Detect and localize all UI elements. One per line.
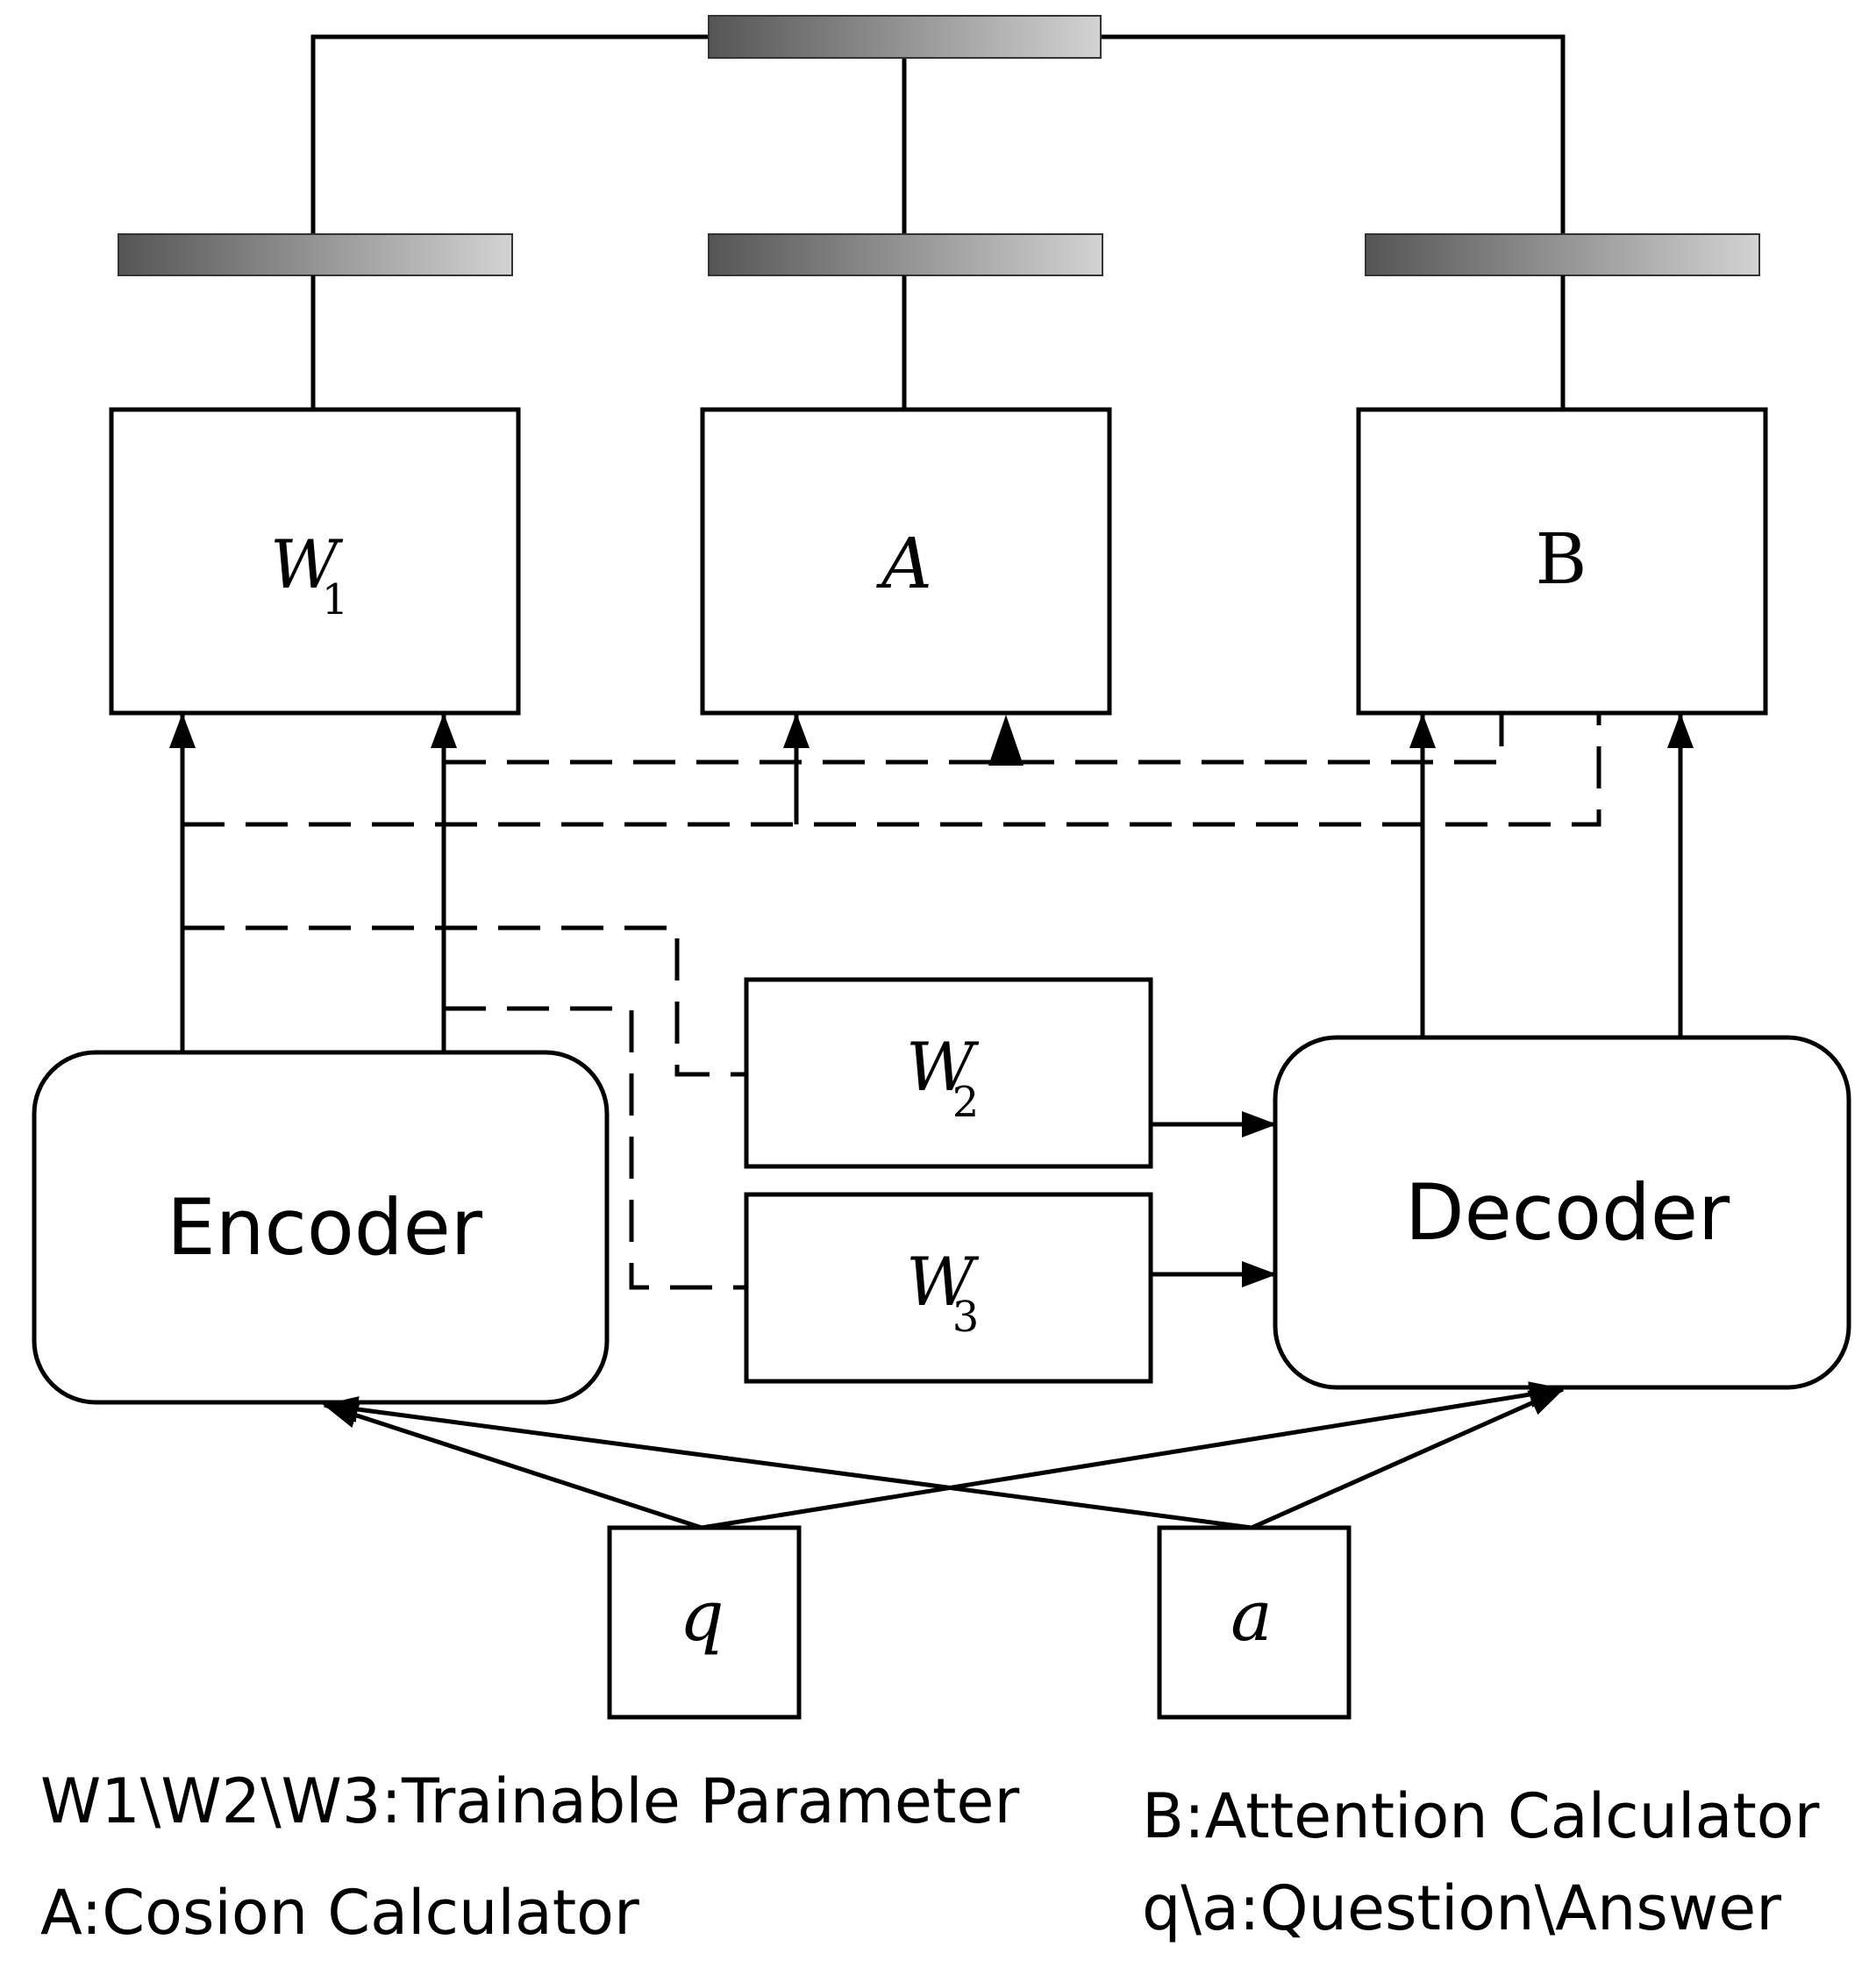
encoder-label: Encoder: [167, 1182, 483, 1273]
q-to-encoder-arrow: [323, 1402, 703, 1530]
w2-symbol: W: [906, 1028, 980, 1106]
w1-subscript: 1: [322, 575, 349, 624]
dashed-connections: [182, 713, 1601, 1290]
w3-block: W 3: [744, 1192, 1153, 1384]
q-symbol: q: [679, 1575, 724, 1657]
dashed-link-lower: [182, 715, 1601, 827]
w1-symbol: W: [270, 525, 344, 603]
b-block: B: [1356, 407, 1768, 716]
combine-bar-top: [708, 15, 1102, 59]
q-to-decoder-arrow: [701, 1381, 1565, 1530]
legend-question-answer: q\a:Question\Answer: [1142, 1872, 1781, 1944]
encoder-block: Encoder: [32, 1050, 610, 1405]
combination-tree: [118, 15, 1760, 410]
legend: W1\W2\W3:Trainable Parameter A:Cosion Ca…: [40, 1765, 1820, 1949]
combine-wire-left: [310, 34, 709, 235]
w2-subscript: 2: [952, 1078, 980, 1127]
combine-wire-right: [1101, 34, 1566, 235]
input-arrows: [323, 1381, 1565, 1530]
a-input-arrowhead-right: [988, 715, 1024, 766]
a-input-block: a: [1157, 1525, 1352, 1720]
w3-symbol: W: [906, 1243, 980, 1321]
legend-trainable-parameter: W1\W2\W3:Trainable Parameter: [40, 1765, 1019, 1837]
decoder-label: Decoder: [1405, 1167, 1730, 1258]
a-symbol: A: [875, 523, 932, 604]
dashed-link-to-w3: [444, 1006, 746, 1290]
score-bar-w1: [118, 233, 513, 276]
dashed-link-upper: [444, 715, 1504, 765]
legend-cosine-calculator: A:Cosion Calculator: [40, 1877, 639, 1949]
w2-block: W 2: [744, 977, 1153, 1169]
score-bar-b: [1365, 233, 1760, 276]
legend-attention-calculator: B:Attention Calculator: [1142, 1780, 1820, 1852]
a-to-encoder-arrow: [323, 1396, 1252, 1530]
b-symbol: B: [1536, 518, 1587, 600]
a-input-symbol: a: [1230, 1575, 1273, 1657]
q-input-block: q: [607, 1525, 802, 1720]
a-to-decoder-arrow: [1250, 1387, 1565, 1530]
upward-arrows: [169, 713, 1694, 1052]
w3-subscript: 3: [952, 1293, 980, 1342]
score-bar-a: [708, 233, 1103, 276]
w1-block: W 1: [109, 407, 521, 716]
decoder-block: Decoder: [1273, 1035, 1851, 1390]
a-block: A: [700, 407, 1112, 716]
